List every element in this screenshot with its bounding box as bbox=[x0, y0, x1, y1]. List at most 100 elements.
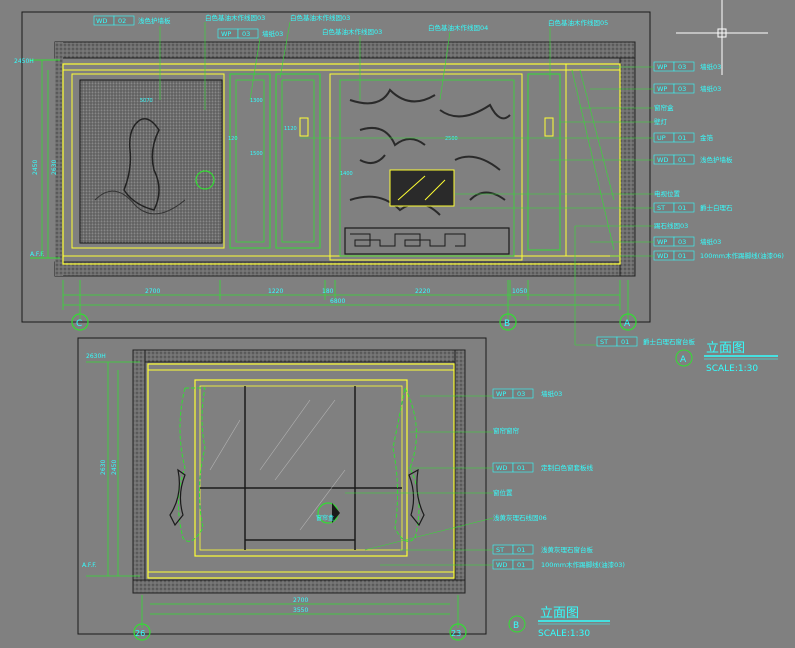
height-dim-b2: 2450 bbox=[111, 460, 118, 475]
right-label-a4-code-a: UP bbox=[657, 134, 666, 142]
axis-marker-a: A bbox=[624, 319, 631, 329]
right-label-a9: 墙纸03 bbox=[700, 237, 721, 246]
bottom-label-a: 爵士白理石窗台板 bbox=[643, 337, 696, 346]
wall-panel-2 bbox=[275, 73, 321, 249]
bottom-dim-a5: 1050 bbox=[512, 288, 527, 295]
bottom-label-a-code-b: 01 bbox=[621, 338, 629, 346]
left-wall-hatch-a bbox=[55, 42, 63, 276]
right-label-b3: 窗位置 bbox=[493, 488, 513, 497]
top-label-0-code-a: WD bbox=[96, 17, 107, 25]
center-tag-b: 窗帘盒 bbox=[316, 514, 334, 522]
level-floor-b: A.F.F. bbox=[82, 562, 97, 569]
right-label-a7: 爵士白理石 bbox=[700, 203, 733, 212]
right-label-a1-code-a: WP bbox=[657, 85, 667, 93]
title-a: 立面图 bbox=[706, 341, 745, 356]
inner-dim-a7: 120 bbox=[228, 136, 238, 142]
window-mullions bbox=[200, 386, 402, 550]
level-top-b: 2630H bbox=[86, 353, 106, 360]
right-wall-hatch-b bbox=[454, 349, 466, 594]
curtain-tassel-left bbox=[169, 468, 186, 527]
scale-a: SCALE:1:30 bbox=[706, 364, 758, 374]
wallpaper-panel bbox=[235, 79, 265, 243]
right-label-b0-code-a: WP bbox=[496, 390, 506, 398]
wall-lamp bbox=[299, 117, 309, 137]
right-label-a4-code-b: 01 bbox=[678, 134, 686, 142]
wallpaper-panel-2 bbox=[281, 79, 315, 243]
wall-panel-1 bbox=[229, 73, 271, 249]
right-label-a5: 浅色护墙板 bbox=[700, 155, 733, 164]
left-wall-hatch-b bbox=[132, 349, 146, 594]
right-label-a4: 金箔 bbox=[700, 133, 714, 142]
artwork-panel bbox=[71, 73, 225, 249]
section-marker-a bbox=[195, 170, 215, 190]
bottom-dim-a3: 180 bbox=[322, 288, 334, 295]
level-floor-a: A.F.F. bbox=[30, 251, 45, 258]
top-label-6: 白色基油木作线固05 bbox=[548, 18, 608, 27]
right-label-a10-code-a: WD bbox=[657, 252, 668, 260]
top-label-0: 浅色护墙板 bbox=[138, 16, 171, 25]
top-label-3-code-a: WP bbox=[221, 30, 231, 38]
artwork-image bbox=[79, 79, 223, 244]
top-label-2: 白色基油木作线固03 bbox=[290, 13, 350, 22]
right-label-a5-code-a: WD bbox=[657, 156, 668, 164]
axis-marker-26: 26 bbox=[135, 629, 145, 638]
bottom-dim-total-a: 6800 bbox=[330, 298, 345, 305]
window-frame-b bbox=[194, 379, 408, 557]
right-label-a2: 窗帘盒 bbox=[654, 103, 674, 112]
bottom-dim-b2: 3550 bbox=[293, 607, 308, 614]
elevation-a-border bbox=[21, 11, 651, 323]
right-label-b2: 定制白色窗套板线 bbox=[541, 463, 594, 472]
top-label-3: 墙纸03 bbox=[262, 29, 283, 38]
curtain-left bbox=[177, 387, 206, 542]
bottom-dim-a4: 2220 bbox=[415, 288, 430, 295]
elevation-b: 窗帘盒 2630H A.F.F. 2630 2450 2700 3550 26 … bbox=[77, 337, 487, 641]
right-label-a1-code-b: 03 bbox=[678, 85, 686, 93]
tree-decor bbox=[349, 88, 511, 216]
right-label-a6: 电视位置 bbox=[654, 189, 681, 198]
wall-outline-b bbox=[147, 363, 455, 579]
right-label-b2-code-b: 01 bbox=[517, 464, 525, 472]
top-label-3-code-b: 03 bbox=[242, 30, 250, 38]
title-block-a: A 立面图 SCALE:1:30 bbox=[675, 341, 778, 374]
right-label-b5: 浅黄灰理石窗台板 bbox=[541, 545, 594, 554]
ceiling-hatch-b bbox=[132, 349, 466, 363]
inner-dim-a4: 1500 bbox=[250, 151, 263, 157]
floor-hatch-b bbox=[132, 579, 466, 594]
ceiling-hatch-a bbox=[54, 41, 636, 59]
inner-dim-a1: 5070 bbox=[140, 98, 153, 104]
title-marker-a: A bbox=[680, 355, 687, 365]
elevation-a: 2450H A.F.F. 2450 2630 2700 1220 180 222… bbox=[14, 11, 651, 331]
right-label-a8: 踢石线固03 bbox=[654, 221, 688, 230]
right-label-a9-code-b: 03 bbox=[678, 238, 686, 246]
right-label-b2-code-a: WD bbox=[496, 464, 507, 472]
right-labels-b: WP 03 墙纸03 窗帘窗帘 WD 01 定制白色窗套板线 窗位置 浅黄灰理石… bbox=[492, 388, 625, 570]
top-label-0-code-b: 02 bbox=[118, 17, 126, 25]
right-labels-a: WP 03 墙纸03 WP 03 墙纸03 窗帘盒 壁灯 UP 01 金箔 WD… bbox=[653, 61, 784, 261]
crosshair-cursor-icon bbox=[676, 0, 768, 75]
right-label-b0-code-b: 03 bbox=[517, 390, 525, 398]
right-label-b0: 墙纸03 bbox=[541, 389, 562, 398]
top-labels-a: WD 02 浅色护墙板 白色基油木作线固03 白色基油木作线固03 WP 03 … bbox=[93, 13, 608, 39]
tv-screen bbox=[389, 169, 455, 207]
inner-dim-a5: 1400 bbox=[340, 171, 353, 177]
window-panel-a bbox=[527, 73, 561, 251]
mermaid-figure bbox=[123, 118, 160, 211]
title-marker-b: B bbox=[513, 621, 519, 631]
right-label-a10: 100mm木作踢脚线(油漆06) bbox=[700, 251, 784, 260]
axis-marker-b: B bbox=[504, 319, 510, 329]
bottom-dim-a1: 2700 bbox=[145, 288, 160, 295]
wall-lamp-2 bbox=[544, 117, 554, 137]
axis-marker-c: C bbox=[76, 319, 82, 329]
height-dim-b1: 2630 bbox=[100, 460, 107, 475]
title-b: 立面图 bbox=[540, 606, 579, 621]
level-top-a: 2450H bbox=[14, 58, 34, 65]
tv-cabinet bbox=[344, 227, 510, 255]
tv-wall-frame bbox=[329, 73, 523, 261]
right-label-b6-code-a: WD bbox=[496, 561, 507, 569]
right-label-a7-code-b: 01 bbox=[678, 204, 686, 212]
bottom-dim-a2: 1220 bbox=[268, 288, 283, 295]
right-label-a0: 墙纸03 bbox=[700, 62, 721, 71]
inner-dim-a2: 1300 bbox=[250, 98, 263, 104]
right-label-a5-code-b: 01 bbox=[678, 156, 686, 164]
right-label-b4: 浅黄灰理石线固06 bbox=[493, 513, 547, 522]
